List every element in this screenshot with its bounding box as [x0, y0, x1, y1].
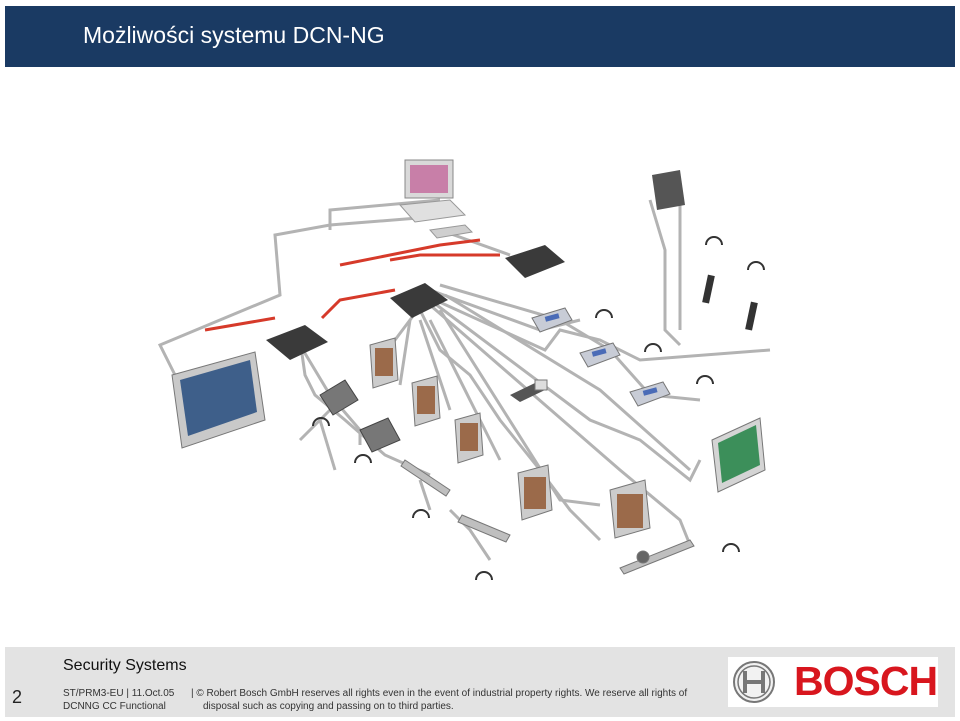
- video-monitor-icon: [454, 412, 484, 464]
- cable: [428, 319, 502, 461]
- cable: [648, 199, 682, 347]
- red-cable: [339, 238, 481, 267]
- cable: [448, 508, 492, 561]
- delegate-unit-icon: [579, 342, 621, 368]
- page-number: 2: [12, 687, 23, 707]
- cable: [418, 479, 432, 511]
- cable: [328, 198, 441, 230]
- copyright-notice: | © Robert Bosch GmbH reserves all right…: [191, 688, 688, 699]
- red-cable-network: [204, 238, 500, 332]
- cable: [438, 309, 601, 507]
- cable: [418, 319, 452, 411]
- cable: [318, 419, 337, 471]
- bosch-wordmark: BOSCH: [794, 658, 938, 704]
- central-unit-icon: [505, 245, 565, 278]
- voting-board-icon: [171, 351, 266, 449]
- delegate-unit-icon: [531, 307, 573, 333]
- discussion-microphone-icon: [400, 459, 695, 575]
- copyright-notice-cont: disposal such as copying and passing on …: [203, 701, 454, 712]
- bosch-armature-icon: [733, 661, 775, 703]
- headphones-icon: [312, 236, 765, 581]
- interpreter-desk-icon: [359, 417, 401, 453]
- footer: 2 Security Systems ST/PRM3-EU | 11.Oct.0…: [5, 647, 955, 717]
- cable: [157, 216, 419, 376]
- camera-icon: [510, 379, 548, 402]
- microphone-handset-icon: [702, 274, 758, 331]
- display-monitor-icon: [711, 417, 766, 493]
- central-unit-icon: [266, 325, 328, 360]
- document-ref: ST/PRM3-EU | 11.Oct.05: [63, 688, 175, 699]
- red-cable: [389, 253, 500, 262]
- cable: [298, 408, 332, 442]
- video-monitor-icon: [369, 337, 399, 389]
- video-monitor-icon: [609, 479, 651, 539]
- red-cable: [204, 316, 276, 332]
- system-diagram: [157, 159, 771, 581]
- video-monitor-icon: [411, 375, 441, 427]
- cable: [298, 344, 362, 445]
- page-title: Możliwości systemu DCN-NG: [83, 22, 385, 48]
- delegate-unit-icon: [629, 381, 671, 407]
- cable: [398, 319, 412, 386]
- cable: [444, 293, 691, 472]
- brand-name: Security Systems: [63, 657, 187, 674]
- video-monitor-icon: [517, 464, 553, 521]
- interpreter-desk-icon: [319, 379, 359, 416]
- computer-icon: [398, 159, 474, 239]
- title-bar: Możliwości systemu DCN-NG: [5, 6, 955, 67]
- document-subtitle: DCNNG CC Functional: [63, 701, 166, 712]
- cable: [429, 303, 692, 546]
- wall-loudspeaker-icon: [652, 170, 685, 210]
- red-cable: [320, 288, 396, 320]
- cable: [434, 298, 771, 362]
- bosch-logo: BOSCH: [728, 657, 938, 707]
- cable: [418, 309, 602, 542]
- central-unit-icon: [390, 283, 448, 318]
